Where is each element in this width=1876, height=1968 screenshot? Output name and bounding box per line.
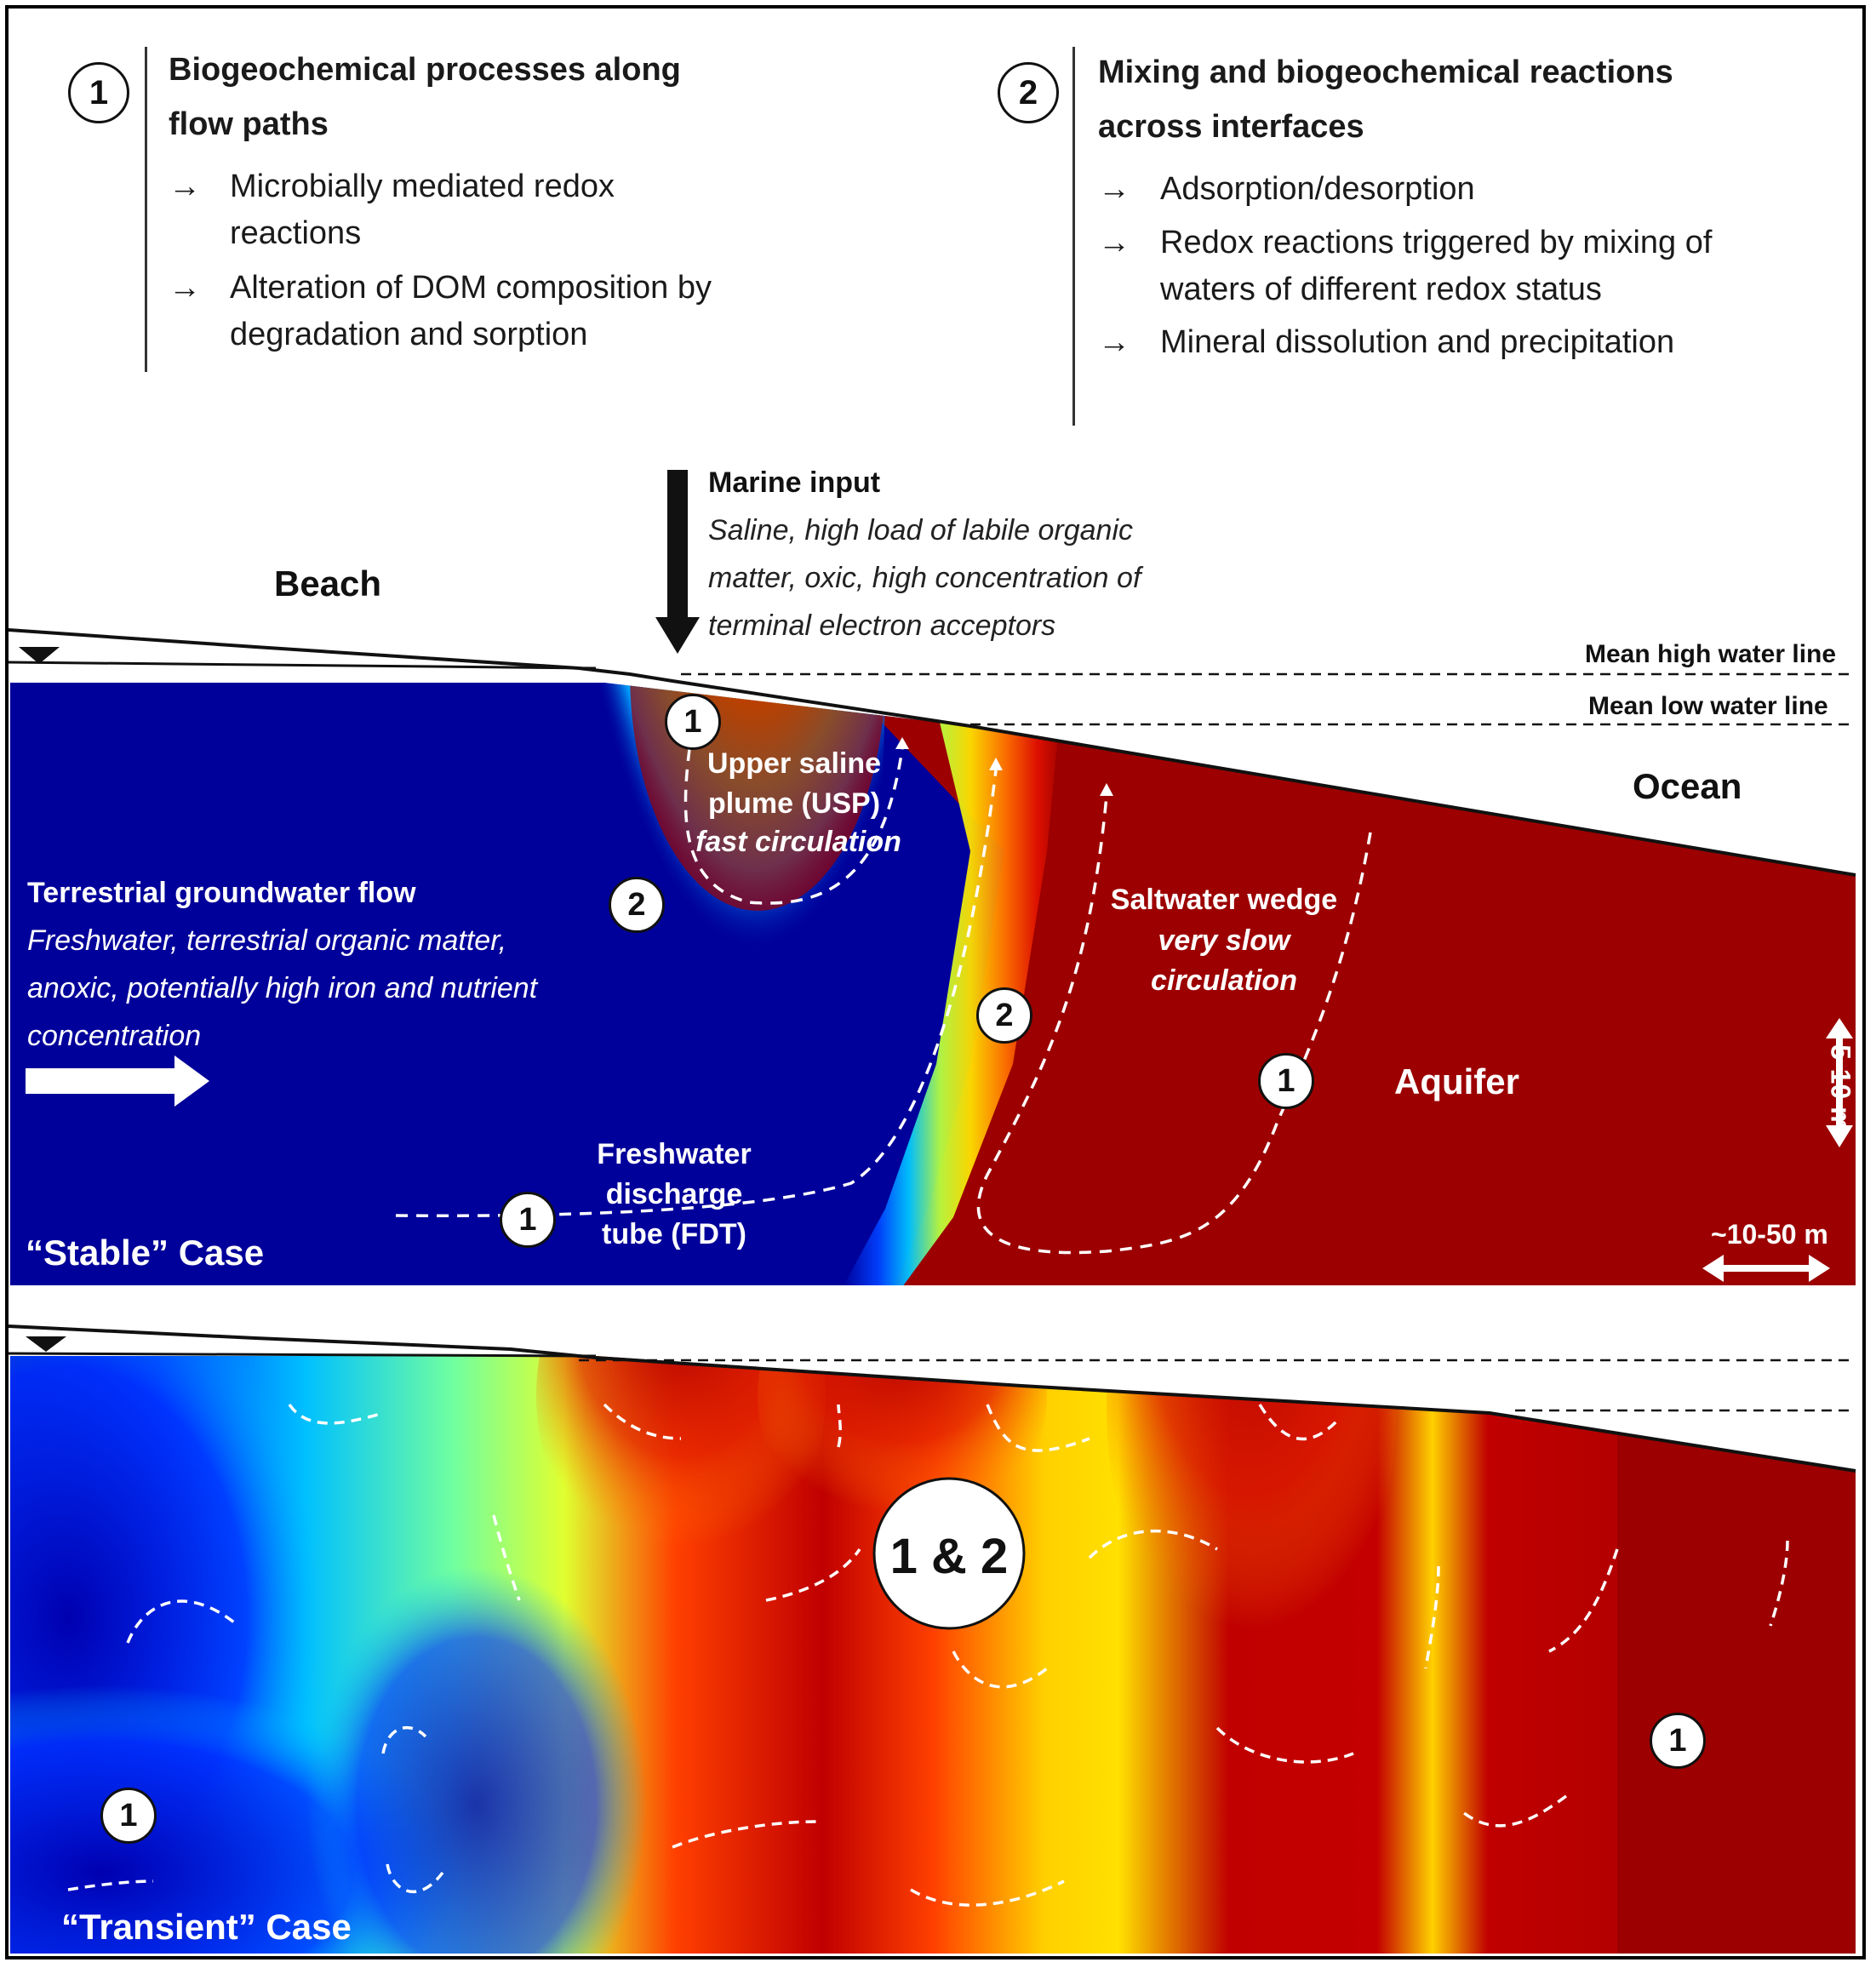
marine-input-title: Marine input (708, 466, 881, 499)
horizontal-scale-arrow (1702, 1255, 1830, 1282)
stable-concentration-field (10, 683, 1856, 1285)
terrestrial-flow-title: Terrestrial groundwater flow (27, 877, 416, 909)
marine-input-description: Saline, high load of labile organic matt… (708, 514, 1141, 642)
header-left-number: 1 (68, 62, 129, 123)
stable-beach-surface (8, 628, 1856, 877)
vertical-scale-label: ~5-10 m (1825, 1028, 1856, 1131)
header-left-divider (145, 47, 147, 372)
header-right-bullet-3: Mineral dissolution and precipitation (1160, 324, 1675, 360)
beach-label: Beach (274, 564, 382, 604)
stable-marker-fdt: 1 (500, 1192, 556, 1248)
horizontal-scale-label: ~10-50 m (1711, 1219, 1828, 1250)
figure-frame (5, 5, 1866, 1959)
mean-high-water-label: Mean high water line (1585, 640, 1837, 668)
header-right-bullet-arrow: → (1098, 171, 1130, 207)
ocean-label: Ocean (1633, 766, 1742, 806)
stable-case-label: “Stable” Case (26, 1233, 265, 1273)
aquifer-label: Aquifer (1394, 1061, 1519, 1101)
water-table-marker (19, 647, 60, 664)
header-right-bullet-2: Redox reactions triggered by mixing of w… (1160, 225, 1713, 307)
terrestrial-flow-arrow (26, 1056, 209, 1107)
transient-case-label: “Transient” Case (61, 1907, 352, 1947)
transient-big-marker: 1 & 2 (889, 1529, 1009, 1584)
transient-flow-arrows (67, 1403, 1789, 1907)
header-right-number: 2 (998, 62, 1059, 123)
saltwater-wedge-circulation: very slow circulation (1151, 924, 1297, 997)
saltwater-wedge-label: Saltwater wedge (1110, 884, 1338, 916)
usp-circulation-label: fast circulation (695, 826, 901, 858)
usp-label: Upper saline plume (USP) (706, 747, 882, 820)
stable-marker-usp: 1 (665, 694, 721, 750)
fdt-label: Freshwater discharge tube (FDT) (597, 1138, 752, 1250)
header-right-bullet-arrow: → (1098, 324, 1130, 360)
header-right-bullet-arrow: → (1098, 225, 1130, 260)
vertical-scale-arrow (1826, 1018, 1853, 1147)
transient-marker-left: 1 (100, 1788, 157, 1844)
marine-input-arrow (655, 617, 700, 654)
header-left-bullet-arrow: → (169, 270, 201, 306)
stable-flow-paths (395, 748, 1372, 1255)
header-left-bullet-2: Alteration of DOM composition by degrada… (230, 270, 712, 352)
stable-marker-plume-interface: 2 (609, 877, 665, 933)
stable-marker-front-interface: 2 (976, 987, 1032, 1044)
transient-beach-surface (8, 1324, 1856, 1473)
transient-marker-right: 1 (1650, 1713, 1706, 1769)
transient-big-marker-circle (872, 1477, 1026, 1630)
terrestrial-flow-description: Freshwater, terrestrial organic matter, … (27, 924, 538, 1052)
water-table-marker (26, 1336, 66, 1352)
header-right-bullet-1: Adsorption/desorption (1160, 171, 1475, 207)
header-left-title: Biogeochemical processes along flow path… (169, 52, 681, 142)
stable-marker-wedge: 1 (1258, 1053, 1314, 1109)
mean-low-water-label: Mean low water line (1588, 692, 1828, 720)
header-right-divider (1072, 47, 1075, 426)
header-left-bullet-1: Microbially mediated redox reactions (230, 169, 615, 251)
header-left-bullet-arrow: → (169, 169, 201, 204)
header-right-title: Mixing and biogeochemical reactions acro… (1098, 54, 1673, 145)
